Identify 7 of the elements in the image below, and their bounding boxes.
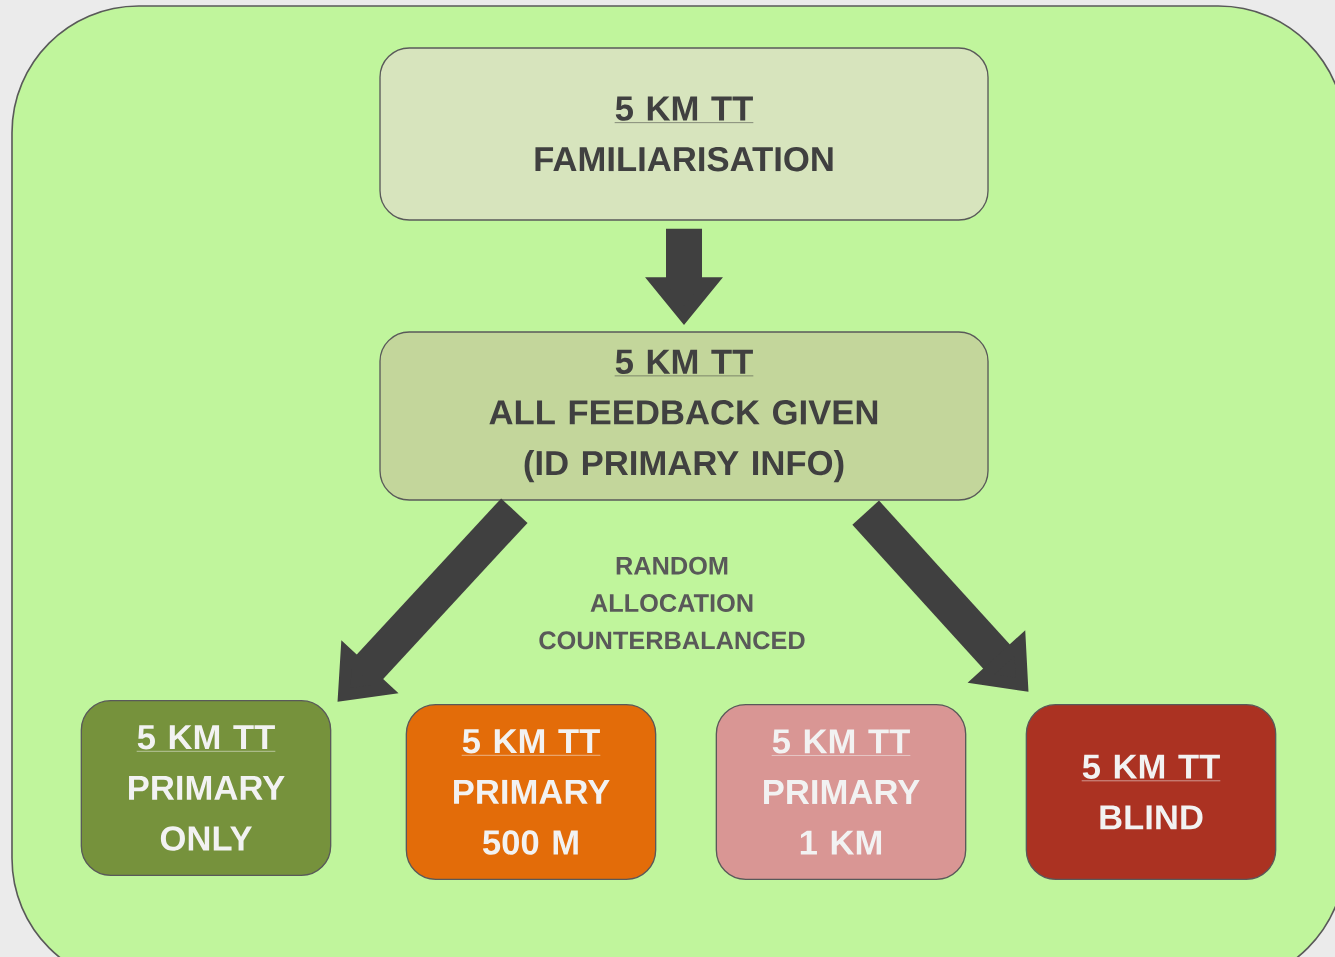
process-box: 5 KM TT FAMILIARISATION xyxy=(379,47,989,221)
process-box: 5 KM TT PRIMARY 1 KM xyxy=(715,704,967,880)
process-box: 5 KM TT PRIMARY ONLY xyxy=(80,700,332,876)
process-box: 5 KM TT BLIND xyxy=(1025,704,1277,880)
process-box: 5 KM TT ALL FEEDBACK GIVEN (ID PRIMARY INFO) xyxy=(379,331,989,501)
process-box: 5 KM TT PRIMARY 500 M xyxy=(405,704,657,880)
note-text: RANDOM ALLOCATION COUNTERBALANCED xyxy=(539,556,805,650)
